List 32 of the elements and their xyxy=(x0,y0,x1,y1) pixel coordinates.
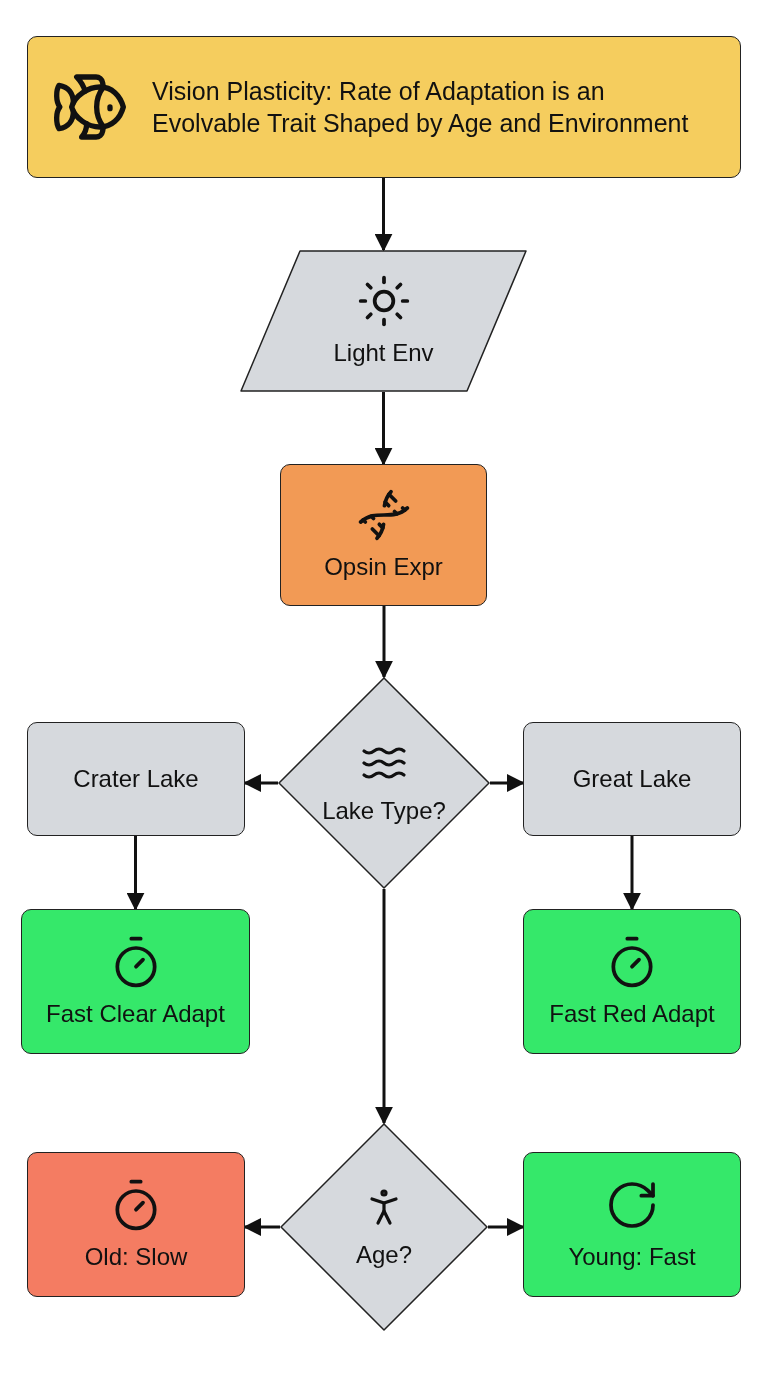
process-box xyxy=(27,722,245,836)
arrow xyxy=(126,836,145,911)
arrow xyxy=(243,774,278,792)
result-box xyxy=(523,909,741,1054)
input-parallelogram xyxy=(240,250,527,392)
arrow xyxy=(243,1218,280,1236)
arrow xyxy=(375,606,393,679)
arrow xyxy=(374,178,393,252)
node-label: Great Lake xyxy=(572,764,692,795)
decision-diamond xyxy=(280,1123,488,1331)
arrow xyxy=(375,889,393,1125)
node-label: Crater Lake xyxy=(73,764,199,795)
node-label: Fast Clear Adapt xyxy=(46,998,225,1029)
result-box xyxy=(27,1152,245,1297)
node-label: Age? xyxy=(355,1240,413,1271)
node-label: Young: Fast xyxy=(568,1241,696,1272)
process-box xyxy=(523,722,741,836)
arrow xyxy=(374,392,393,466)
decision-diamond xyxy=(278,677,490,889)
result-box xyxy=(523,1152,741,1297)
node-label: Old: Slow xyxy=(84,1241,188,1272)
arrow xyxy=(488,1218,525,1236)
node-label: Light Env xyxy=(333,338,434,369)
process-box xyxy=(280,464,487,606)
node-label: Opsin Expr xyxy=(324,552,443,583)
node-label: Lake Type? xyxy=(322,796,446,827)
title-box xyxy=(27,36,741,178)
result-box xyxy=(21,909,250,1054)
title-text: Vision Plasticity: Rate of Adaptation is an Evolvable Trait Shaped by Age and Environment xyxy=(152,75,690,139)
arrow xyxy=(490,774,525,792)
arrow xyxy=(623,836,641,911)
node-label: Fast Red Adapt xyxy=(549,998,715,1029)
